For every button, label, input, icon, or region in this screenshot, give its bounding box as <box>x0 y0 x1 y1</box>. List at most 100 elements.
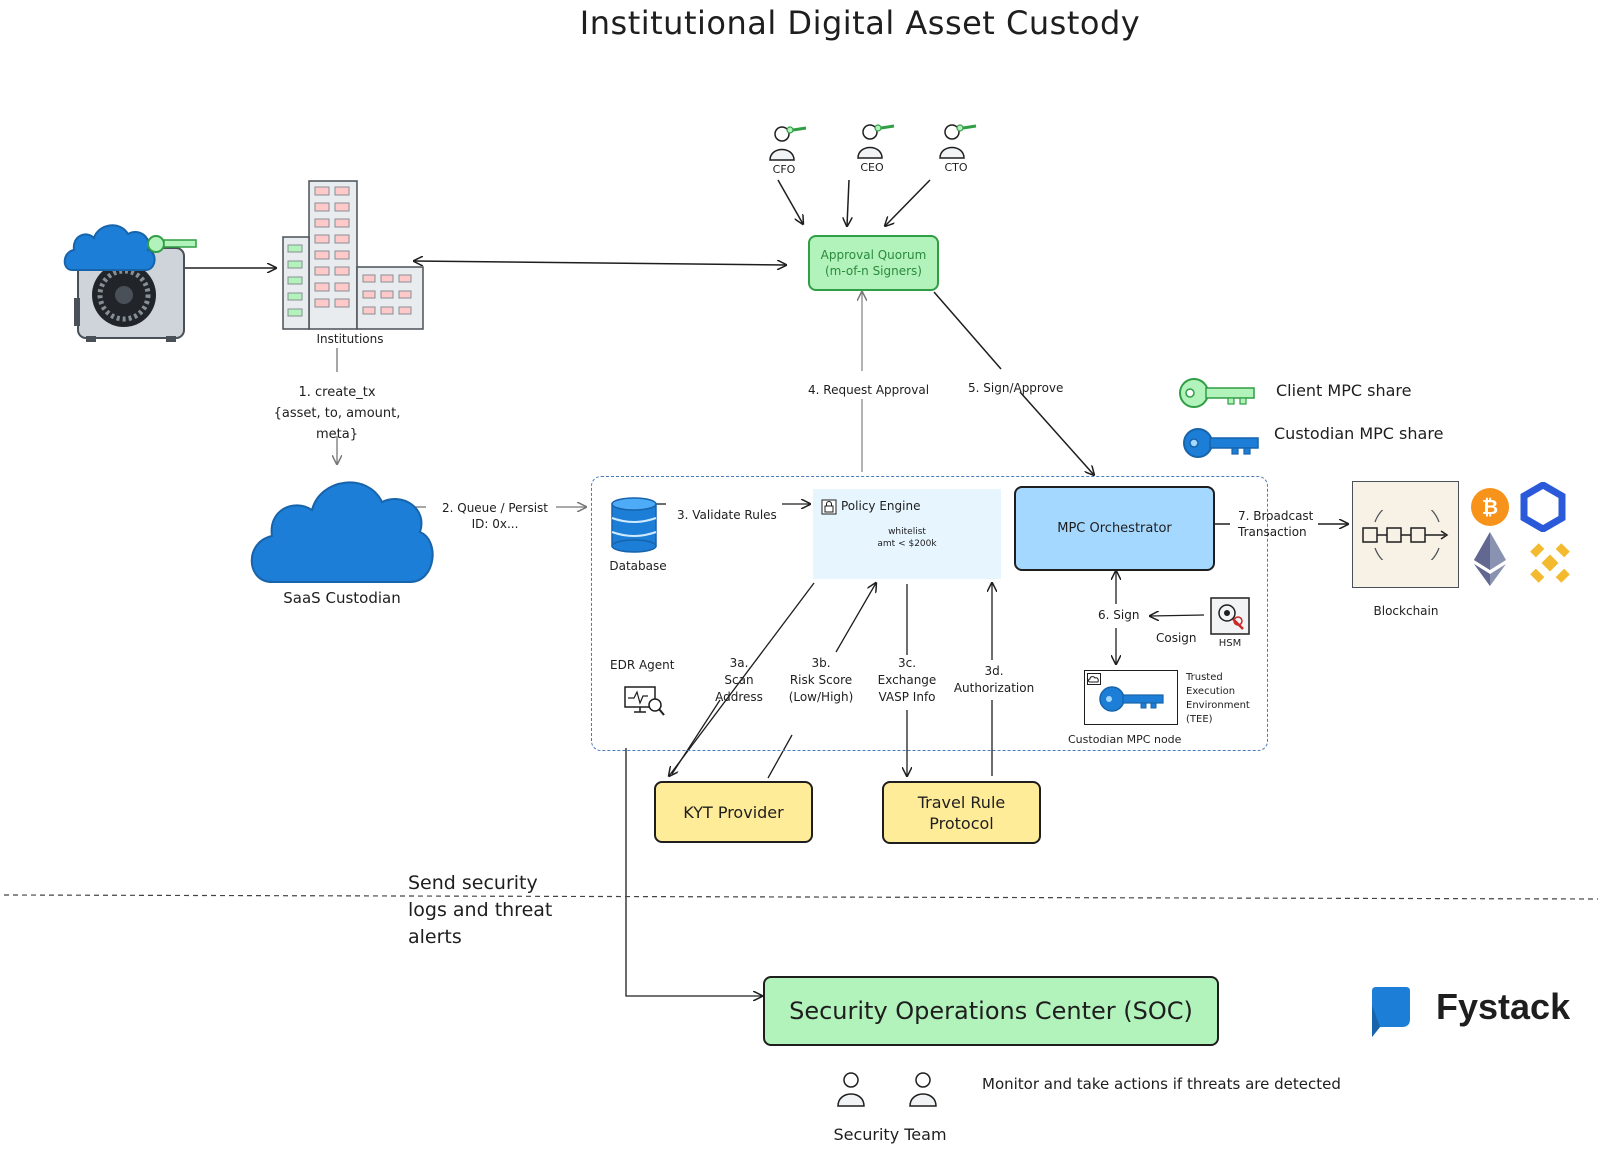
approval-quorum-line2: (m-of-n Signers) <box>824 264 922 278</box>
database-icon <box>611 497 657 553</box>
request-approval-label: 4. Request Approval <box>808 383 930 397</box>
tee-line3: Environment <box>1186 700 1250 711</box>
tee-label: Trusted Execution Environment (TEE) <box>1186 671 1250 727</box>
travel-rule-line2: Protocol <box>929 813 994 833</box>
custodian-boundary <box>591 476 1268 751</box>
legend-custodian-share: Custodian MPC share <box>1274 424 1444 443</box>
edr-monitor-icon <box>624 686 665 716</box>
travel-rule-box: Travel Rule Protocol <box>882 781 1041 844</box>
institutions-quorum-arrow <box>414 261 786 265</box>
risk-score-arrow <box>767 734 793 779</box>
saas-custodian-label: SaaS Custodian <box>283 589 401 607</box>
scan-address-arrow <box>669 582 815 776</box>
custodian-mpc-node-box <box>1084 670 1178 725</box>
policy-rule-amount: amt < $200k <box>877 539 937 549</box>
broadcast-label: 7. Broadcast Transaction <box>1238 508 1313 540</box>
create-tx-line1: 1. create_tx <box>298 385 376 400</box>
bnb-icon <box>1530 543 1570 583</box>
tee-line1: Trusted <box>1186 672 1223 683</box>
validate-rules-label: 3. Validate Rules <box>677 508 777 522</box>
send-logs-note: Send security logs and threat alerts <box>408 870 552 951</box>
policy-rule-whitelist: whitelist <box>888 527 926 537</box>
security-team-person-icon <box>909 1072 937 1107</box>
tee-line2: Execution <box>1186 686 1236 697</box>
send-logs-line1: Send security <box>408 872 538 894</box>
risk-score-label: 3b. Risk Score (Low/High) <box>778 655 864 706</box>
risk-line3: (Low/High) <box>788 690 854 704</box>
create-tx-line3: meta} <box>316 427 358 442</box>
client-safe-icon <box>63 224 197 342</box>
database-label: Database <box>609 559 667 573</box>
custodian-node-key-icon <box>1099 686 1164 712</box>
bitcoin-icon: ₿ <box>1471 488 1509 526</box>
queue-line2: ID: 0x... <box>471 517 519 531</box>
broadcast-line1: 7. Broadcast <box>1238 509 1314 523</box>
page-title: Institutional Digital Asset Custody <box>579 4 1141 42</box>
create-tx-line2: {asset, to, amount, <box>273 406 401 421</box>
institutions-label: Institutions <box>316 332 384 346</box>
scan-line1: 3a. <box>729 656 749 670</box>
authorization-line1: 3d. <box>984 664 1004 678</box>
send-logs-line2: logs and threat <box>408 899 553 921</box>
cto-label: CTO <box>944 161 968 174</box>
svg-text:₿: ₿ <box>1482 495 1498 519</box>
authorization-label: 3d. Authorization <box>946 663 1042 697</box>
security-team-person-icon <box>837 1072 865 1107</box>
fystack-logo-icon <box>1372 987 1410 1037</box>
blockchain-box <box>1352 481 1459 588</box>
approval-quorum-line1: Approval Quorum <box>820 248 927 262</box>
travel-rule-line1: Travel Rule <box>917 792 1006 812</box>
exchange-line1: 3c. <box>897 656 917 670</box>
security-team-label: Security Team <box>833 1125 947 1144</box>
create-tx-label: 1. create_tx {asset, to, amount, meta} <box>252 382 422 445</box>
custodian-key-icon <box>1183 428 1259 458</box>
chainlink-icon <box>1520 482 1566 532</box>
lock-icon <box>821 499 837 515</box>
legend-client-share: Client MPC share <box>1276 381 1412 400</box>
cto-quorum-arrow <box>885 179 931 226</box>
client-key-icon <box>1179 378 1255 408</box>
risk-line1: 3b. <box>811 656 831 670</box>
queue-line1: 2. Queue / Persist <box>441 501 549 515</box>
hsm-label: HSM <box>1218 638 1242 649</box>
approval-quorum-box: Approval Quorum (m-of-n Signers) <box>808 235 939 291</box>
custodian-mpc-node-label: Custodian MPC node <box>1068 733 1182 746</box>
scan-line3: Address <box>715 690 763 704</box>
sign-approve-arrow <box>933 291 1002 370</box>
exchange-vasp-label: 3c. Exchange VASP Info <box>867 655 947 706</box>
blockchain-label: Blockchain <box>1373 604 1439 618</box>
institutions-building-icon <box>282 180 424 330</box>
broadcast-line2: Transaction <box>1238 525 1307 539</box>
exchange-line3: VASP Info <box>878 690 936 704</box>
fystack-brand-name: Fystack <box>1436 986 1571 1027</box>
edr-agent-label: EDR Agent <box>610 658 675 672</box>
exchange-line2: Exchange <box>877 673 937 687</box>
sign-label: 6. Sign <box>1098 608 1140 622</box>
risk-line2: Risk Score <box>789 673 853 687</box>
saas-custodian-cloud-icon <box>250 481 434 583</box>
zone-divider <box>3 894 1599 900</box>
cloud-badge-icon <box>1087 673 1101 685</box>
hsm-icon <box>1210 597 1250 635</box>
queue-label: 2. Queue / Persist ID: 0x... <box>430 500 560 532</box>
cosign-label: Cosign <box>1156 631 1197 645</box>
cfo-person-icon <box>769 126 807 161</box>
tee-line4: (TEE) <box>1186 714 1213 725</box>
cto-person-icon <box>939 124 977 159</box>
ceo-label: CEO <box>860 161 884 174</box>
policy-engine-title: Policy Engine <box>841 499 921 513</box>
mpc-orchestrator-box: MPC Orchestrator <box>1014 486 1215 571</box>
cfo-quorum-arrow <box>777 179 803 224</box>
scan-line2: Scan <box>724 673 754 687</box>
cosign-arrow <box>1150 615 1205 616</box>
scan-address-label: 3a. Scan Address <box>706 655 772 706</box>
chain-link-icon <box>1362 510 1449 560</box>
kyt-provider-box: KYT Provider <box>654 781 813 843</box>
edr-soc-arrow <box>625 748 762 996</box>
ceo-person-icon <box>857 124 895 159</box>
send-logs-line3: alerts <box>408 926 462 948</box>
policy-engine-box: Policy Engine whitelist amt < $200k <box>813 489 1001 579</box>
cfo-label: CFO <box>772 163 796 176</box>
authorization-line2: Authorization <box>953 681 1035 695</box>
